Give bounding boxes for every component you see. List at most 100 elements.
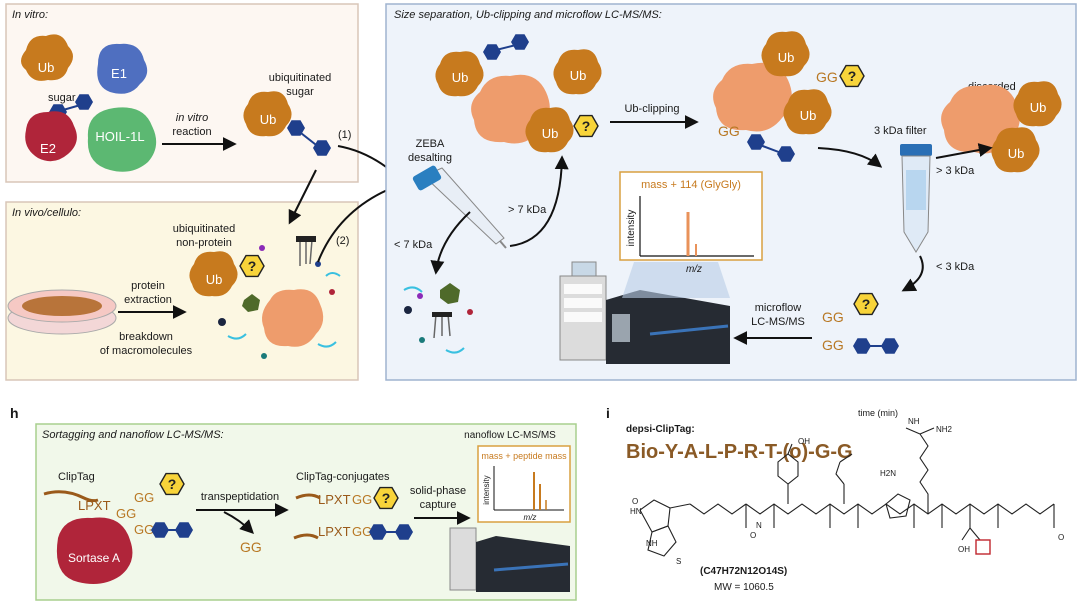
stray-time-label: time (min) bbox=[858, 408, 898, 418]
capture-line1: solid-phase bbox=[410, 485, 466, 497]
conjugate-lpxt-2: LPXT bbox=[318, 524, 351, 539]
zeba-line1: ZEBA bbox=[416, 138, 445, 150]
released-gg: GG bbox=[240, 539, 262, 555]
gt7-label: > 7 kDa bbox=[508, 204, 547, 216]
svg-text:OH: OH bbox=[958, 545, 970, 554]
discarded-products: Ub Ub bbox=[941, 81, 1062, 173]
svg-text:Ub: Ub bbox=[1030, 100, 1047, 115]
cliptag-chain bbox=[43, 490, 99, 503]
gt3-label: > 3 kDa bbox=[936, 165, 975, 177]
conjugates-label: ClipTag-conjugates bbox=[296, 471, 390, 483]
ms-inset-title: mass + 114 (GlyGly) bbox=[641, 179, 741, 191]
svg-text:Ub: Ub bbox=[38, 60, 55, 75]
svg-text:?: ? bbox=[862, 296, 871, 312]
ms-inset-x: m/z bbox=[686, 264, 702, 275]
cell-lysate-molecules bbox=[218, 236, 341, 359]
sugar-substrate-h bbox=[151, 522, 193, 538]
svg-text:Ub: Ub bbox=[1008, 146, 1025, 161]
cliptag-gg: GG bbox=[116, 506, 136, 521]
ubiquitinated-nonprotein-line1: ubiquitinated bbox=[173, 223, 235, 235]
panel-h-letter: h bbox=[10, 405, 19, 421]
svg-text:?: ? bbox=[248, 258, 257, 274]
chemical-structure bbox=[639, 427, 1055, 557]
ms-spectrum-inset: mass + 114 (GlyGly) intensity m/z bbox=[619, 171, 763, 275]
e2-enzyme: E2 bbox=[25, 111, 77, 162]
svg-text:GG: GG bbox=[718, 123, 740, 139]
gt3-arrow bbox=[935, 143, 993, 159]
svg-text:GG: GG bbox=[822, 309, 844, 325]
svg-text:Ub: Ub bbox=[570, 68, 587, 83]
svg-text:Ub: Ub bbox=[260, 112, 277, 127]
svg-text:Ub: Ub bbox=[778, 50, 795, 65]
panel-size-separation: Size separation, Ub-clipping and microfl… bbox=[385, 3, 1077, 381]
microflow-line1: microflow bbox=[755, 302, 802, 314]
panel-separation-title: Size separation, Ub-clipping and microfl… bbox=[394, 9, 662, 21]
protein-extraction-line1: protein bbox=[131, 280, 165, 292]
petri-dish bbox=[7, 289, 117, 335]
cliptag-lpxt: LPXT bbox=[78, 498, 111, 513]
substrate-gg-2: GG bbox=[134, 522, 154, 537]
capture-line2: capture bbox=[420, 499, 457, 511]
ubiquitinated-sugar-product: Ub bbox=[243, 91, 331, 156]
svg-text:?: ? bbox=[168, 476, 177, 492]
svg-text:Ub: Ub bbox=[542, 126, 559, 141]
panel-in-vivo: In vivo/cellulo: protein extraction brea… bbox=[5, 201, 359, 381]
small-molecules bbox=[403, 283, 473, 354]
ubiquitinated-sugar-line2: sugar bbox=[286, 86, 314, 98]
sortase-a-enzyme: Sortase A bbox=[56, 517, 133, 584]
nanoflow-ms-inset: mass + peptide mass intensity m/z bbox=[477, 445, 571, 523]
ubiquitinated-nonprotein-line2: non-protein bbox=[176, 237, 232, 249]
depsi-cliptag-name: depsi-ClipTag: bbox=[626, 424, 695, 435]
svg-text:?: ? bbox=[382, 490, 391, 506]
depsi-cliptag-sequence: Bio-Y-A-L-P-R-T-(o)-G-G bbox=[626, 441, 853, 463]
protein-extraction-line2: extraction bbox=[124, 294, 172, 306]
in-vitro-to-in-vivo-arrow bbox=[288, 169, 317, 225]
atom-labels: HN O NH S O N OH H2N NH2 NH OH O bbox=[630, 417, 1064, 566]
svg-text:?: ? bbox=[848, 68, 857, 84]
svg-text:HN: HN bbox=[630, 507, 642, 516]
conjugate-lpxt-1: LPXT bbox=[318, 492, 351, 507]
e1-enzyme: E1 bbox=[97, 43, 148, 94]
ub-nonprotein-conjugate: Ub ? bbox=[189, 251, 265, 297]
ubiquitinated-sugar-line1: ubiquitinated bbox=[269, 72, 331, 84]
panel-h: Sortagging and nanoflow LC-MS/MS: ClipTa… bbox=[35, 423, 577, 601]
svg-text:Ub: Ub bbox=[452, 70, 469, 85]
nanoflow-ms-x: m/z bbox=[524, 513, 537, 522]
hoil-1l-enzyme: HOIL-1L bbox=[87, 107, 157, 172]
ub-clipping-label: Ub-clipping bbox=[624, 103, 679, 115]
nanoflow-ms-title: mass + peptide mass bbox=[481, 451, 567, 461]
nanoflow-ms-y: intensity bbox=[482, 475, 491, 504]
svg-text:NH: NH bbox=[646, 539, 658, 548]
ester-highlight bbox=[975, 539, 991, 555]
gt7-arrow bbox=[509, 155, 569, 247]
conjugate-unknown: ? bbox=[373, 486, 399, 510]
svg-text:GG: GG bbox=[816, 69, 838, 85]
nanoflow-instrument bbox=[449, 527, 570, 592]
transpeptidation-label: transpeptidation bbox=[201, 491, 279, 503]
path-1-label: (1) bbox=[338, 129, 351, 141]
lt3-arrow bbox=[901, 255, 924, 292]
release-gg-arrow bbox=[223, 511, 254, 534]
svg-text:Ub: Ub bbox=[206, 272, 223, 287]
sugar-molecule-in-vitro bbox=[49, 94, 93, 120]
cliptag-label: ClipTag bbox=[58, 471, 95, 483]
unknown-substrate-h: ? bbox=[159, 472, 185, 496]
svg-text:Ub: Ub bbox=[800, 108, 817, 123]
ub-protein-in-vitro: Ub bbox=[21, 34, 73, 81]
ub-mixture: Ub Ub Ub ? bbox=[435, 34, 602, 153]
substrate-gg-1: GG bbox=[134, 490, 154, 505]
svg-text:O: O bbox=[1058, 533, 1064, 542]
to-filter-arrow bbox=[817, 147, 883, 168]
filter-label: 3 kDa filter bbox=[874, 125, 927, 137]
nanoflow-label: nanoflow LC-MS/MS bbox=[464, 430, 556, 441]
lt3-label: < 3 kDa bbox=[936, 261, 975, 273]
svg-text:GG: GG bbox=[822, 337, 844, 353]
svg-text:E1: E1 bbox=[111, 66, 127, 81]
conjugate-gg-2: GG bbox=[352, 524, 372, 539]
svg-text:NH2: NH2 bbox=[936, 425, 953, 434]
molecular-formula: (C47H72N12O14S) bbox=[700, 566, 787, 577]
breakdown-line1: breakdown bbox=[119, 331, 173, 343]
conjugate-sugar bbox=[369, 524, 413, 540]
lt7-label: < 7 kDa bbox=[394, 239, 433, 251]
sugar-label: sugar bbox=[48, 92, 76, 104]
